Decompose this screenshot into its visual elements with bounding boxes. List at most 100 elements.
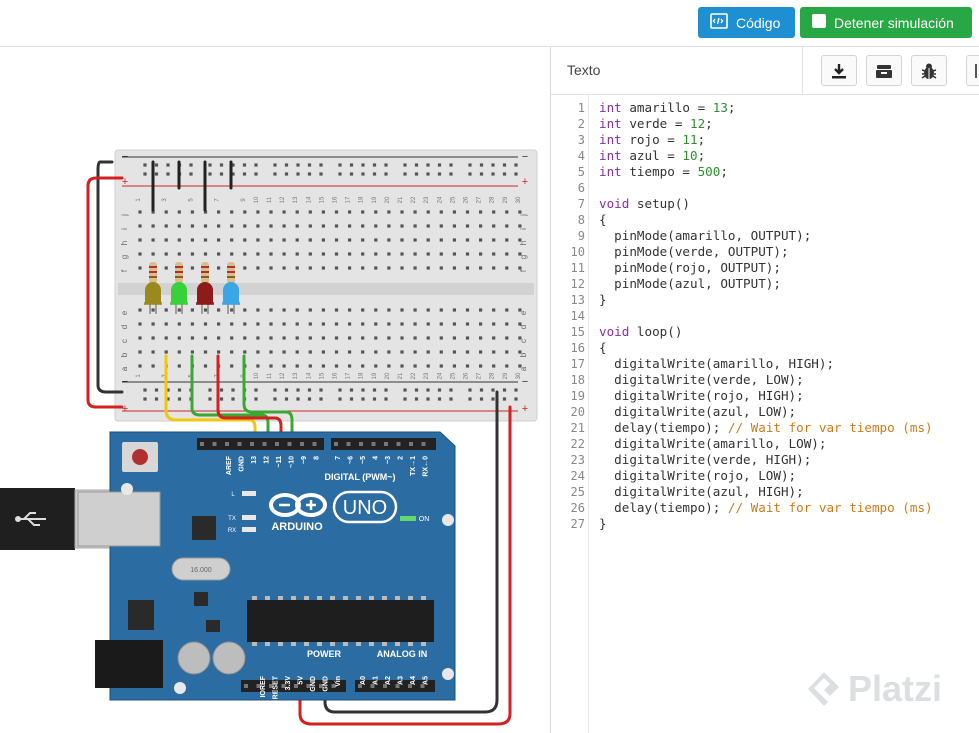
breadboard-hole[interactable] [387,308,391,312]
breadboard-hole[interactable] [334,322,339,326]
breadboard-hole[interactable] [465,308,470,312]
breadboard-hole[interactable] [296,172,300,176]
breadboard-hole[interactable] [307,388,312,392]
breadboard-hole[interactable] [426,252,430,256]
breadboard-hole[interactable] [492,252,496,256]
breadboard-hole[interactable] [348,252,352,256]
breadboard-hole[interactable] [387,336,391,340]
breadboard-hole[interactable] [284,163,289,167]
breadboard-hole[interactable] [413,336,417,340]
breadboard-hole[interactable] [403,388,407,392]
breadboard-hole[interactable] [230,336,234,340]
breadboard-hole[interactable] [164,322,168,326]
breadboard-hole[interactable] [374,266,378,270]
breadboard-hole[interactable] [295,308,299,312]
breadboard-hole[interactable] [439,252,443,256]
breadboard-hole[interactable] [449,388,453,392]
breadboard-hole[interactable] [400,210,404,214]
breadboard-hole[interactable] [321,252,325,256]
breadboard-hole[interactable] [230,322,234,326]
breadboard-hole[interactable] [452,336,456,340]
breadboard-hole[interactable] [138,336,142,340]
header-pin[interactable] [262,442,267,446]
breadboard-hole[interactable] [492,224,496,228]
header-pin[interactable] [370,684,375,688]
breadboard-hole[interactable] [505,210,509,214]
breadboard-hole[interactable] [254,172,258,176]
breadboard-hole[interactable] [426,350,430,354]
breadboard-hole[interactable] [217,224,221,228]
breadboard-hole[interactable] [219,172,224,176]
breadboard-hole[interactable] [518,266,522,270]
breadboard-hole[interactable] [465,210,470,214]
breadboard-hole[interactable] [217,266,221,270]
breadboard-hole[interactable] [321,238,325,242]
breadboard-hole[interactable] [217,238,221,242]
breadboard-hole[interactable] [217,308,221,312]
header-pin[interactable] [244,684,248,688]
breadboard-hole[interactable] [518,224,522,228]
breadboard-hole[interactable] [426,322,430,326]
breadboard-hole[interactable] [452,210,456,214]
breadboard-hole[interactable] [319,388,323,392]
breadboard-hole[interactable] [203,224,208,228]
breadboard-hole[interactable] [349,397,354,401]
breadboard-hole[interactable] [465,266,470,270]
breadboard-hole[interactable] [400,322,404,326]
breadboard-hole[interactable] [505,224,509,228]
debugger-button[interactable] [911,55,947,86]
led-verde[interactable] [170,262,188,314]
breadboard-hole[interactable] [349,172,354,176]
breadboard-hole[interactable] [295,364,299,368]
breadboard-hole[interactable] [426,336,430,340]
breadboard-hole[interactable] [414,388,419,392]
breadboard-hole[interactable] [502,163,507,167]
led-group[interactable] [144,262,240,314]
breadboard-hole[interactable] [518,252,522,256]
breadboard-hole[interactable] [177,224,181,228]
breadboard-hole[interactable] [384,163,388,167]
breadboard-hole[interactable] [164,266,168,270]
breadboard-hole[interactable] [465,238,470,242]
breadboard-hole[interactable] [439,210,443,214]
breadboard-hole[interactable] [231,397,235,401]
breadboard-hole[interactable] [374,224,378,228]
breadboard-hole[interactable] [518,350,522,354]
header-pin[interactable] [409,442,413,446]
breadboard-hole[interactable] [439,266,443,270]
breadboard-hole[interactable] [231,172,235,176]
led-dome[interactable] [171,282,187,304]
header-pin[interactable] [334,442,338,446]
breadboard-hole[interactable] [166,397,170,401]
breadboard-hole[interactable] [203,210,208,214]
breadboard-hole[interactable] [426,364,430,368]
breadboard-hole[interactable] [334,224,339,228]
breadboard-hole[interactable] [151,308,155,312]
breadboard-hole[interactable] [479,388,484,392]
breadboard-hole[interactable] [452,252,456,256]
breadboard-hole[interactable] [387,238,391,242]
breadboard-hole[interactable] [143,163,147,167]
header-pin[interactable] [408,684,412,688]
library-button[interactable] [866,55,902,86]
breadboard-hole[interactable] [321,336,325,340]
breadboard-hole[interactable] [190,210,194,214]
breadboard-hole[interactable] [307,172,312,176]
breadboard-hole[interactable] [413,238,417,242]
breadboard-hole[interactable] [256,224,260,228]
breadboard-hole[interactable] [413,210,417,214]
breadboard-hole[interactable] [413,308,417,312]
breadboard-hole[interactable] [479,163,484,167]
breadboard-hole[interactable] [203,336,208,340]
breadboard-hole[interactable] [439,336,443,340]
breadboard-hole[interactable] [284,172,289,176]
breadboard-hole[interactable] [491,397,495,401]
breadboard-hole[interactable] [321,364,325,368]
breadboard-hole[interactable] [151,322,155,326]
breadboard-hole[interactable] [190,350,194,354]
breadboard-hole[interactable] [189,163,193,167]
breadboard-hole[interactable] [400,364,404,368]
breadboard-hole[interactable] [387,322,391,326]
breadboard-hole[interactable] [349,163,354,167]
breadboard-hole[interactable] [190,238,194,242]
